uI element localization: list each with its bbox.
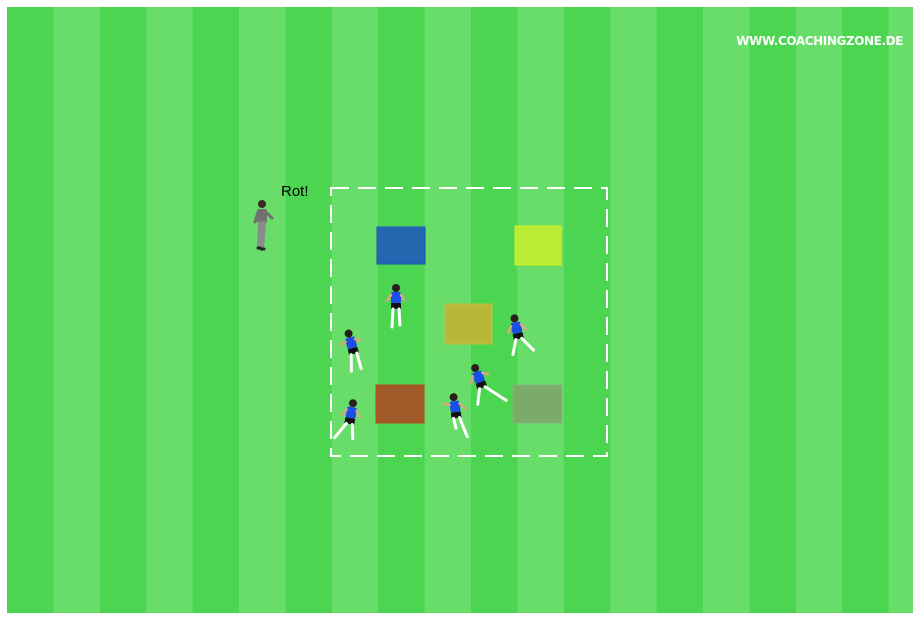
grass-stripe <box>703 7 750 613</box>
grass-stripe <box>517 7 564 613</box>
brown-square <box>376 385 424 423</box>
grass-stripe <box>239 7 286 613</box>
grass-stripe <box>285 7 332 613</box>
grey-green-square <box>513 385 562 423</box>
grass-stripe <box>610 7 657 613</box>
grass-stripe <box>332 7 379 613</box>
grass-stripe <box>796 7 843 613</box>
grass-stripe <box>193 7 240 613</box>
grass-stripe <box>749 7 796 613</box>
grass-stripe <box>564 7 611 613</box>
grass-stripe <box>7 7 54 613</box>
yellow-green-square <box>515 226 561 265</box>
coach-head <box>258 200 266 208</box>
grass-stripe <box>378 7 425 613</box>
coach-call-label: Rot! <box>281 183 309 200</box>
grass-stripe <box>889 7 913 613</box>
coachingzone-watermark: WWW.COACHINGZONE.DE <box>736 34 903 49</box>
yellow-square <box>445 304 492 344</box>
grass-stripe <box>100 7 147 613</box>
grass-stripe <box>53 7 100 613</box>
grass-stripe <box>657 7 704 613</box>
grass-stripe <box>842 7 889 613</box>
grass-stripe <box>146 7 193 613</box>
blue-square <box>377 227 425 264</box>
